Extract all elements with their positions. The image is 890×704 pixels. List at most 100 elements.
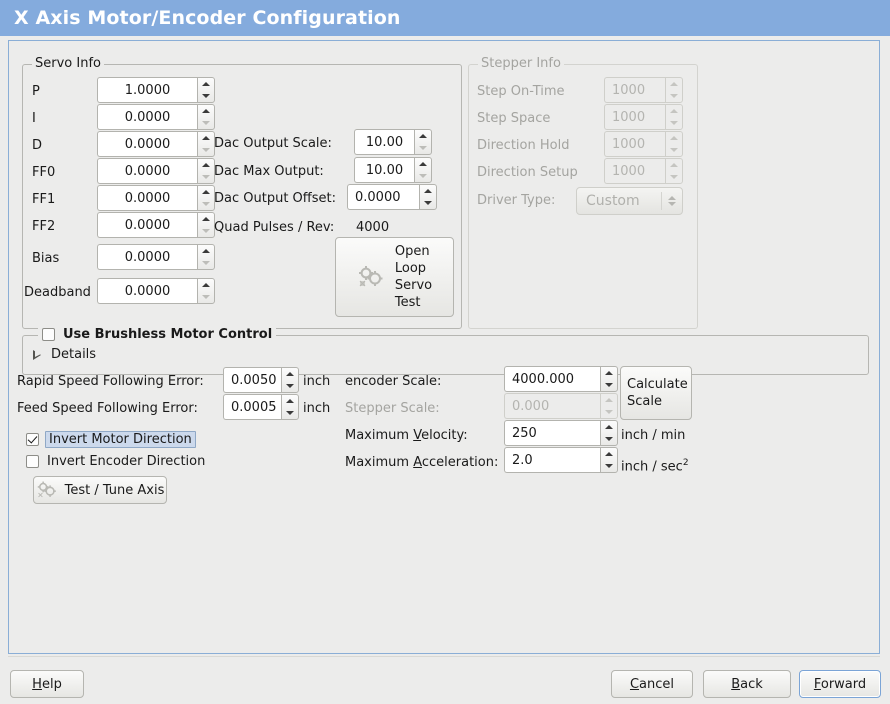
forward-button[interactable]: Forward <box>799 670 881 698</box>
servo-input-p-value[interactable]: 1.0000 <box>97 77 197 103</box>
servo-input-p-spinner[interactable] <box>197 77 215 103</box>
max-velocity-input[interactable]: 250 <box>504 420 618 446</box>
encoder-scale-value[interactable]: 4000.000 <box>504 366 600 392</box>
chevron-right-icon[interactable] <box>33 349 41 360</box>
dac-max-output-input[interactable]: 10.00 <box>354 157 432 183</box>
servo-input-ff2-spinner[interactable] <box>197 212 215 238</box>
spin-up-icon[interactable] <box>415 130 431 142</box>
servo-input-bias-spinner[interactable] <box>197 244 215 270</box>
spin-up-icon[interactable] <box>198 245 214 257</box>
servo-input-deadband-spinner[interactable] <box>197 278 215 304</box>
spin-up-icon[interactable] <box>601 367 617 379</box>
calculate-scale-button[interactable]: Calculate Scale <box>620 366 692 420</box>
step-on-time-label: Step On-Time <box>477 84 565 99</box>
spin-down-icon <box>198 171 214 183</box>
spin-down-icon[interactable] <box>198 90 214 102</box>
dac-output-scale-value[interactable]: 10.00 <box>354 129 414 155</box>
servo-input-bias[interactable]: 0.0000 <box>97 244 215 270</box>
feed-following-error-value[interactable]: 0.0005 <box>223 394 281 420</box>
test-tune-axis-button[interactable]: Test / Tune Axis <box>33 476 167 504</box>
spin-up-icon[interactable] <box>198 105 214 117</box>
dac-output-scale-input[interactable]: 10.00 <box>354 129 432 155</box>
use-brushless-motor-control-checkbox[interactable]: Use Brushless Motor Control <box>42 327 272 342</box>
servo-input-d[interactable]: 0.0000 <box>97 131 215 157</box>
servo-input-ff2-value[interactable]: 0.0000 <box>97 212 197 238</box>
dac-output-scale-spinner[interactable] <box>414 129 432 155</box>
servo-input-i-spinner[interactable] <box>197 104 215 130</box>
help-button[interactable]: Help <box>10 670 84 698</box>
dac-output-offset-input[interactable]: 0.0000 <box>347 184 437 210</box>
servo-input-p[interactable]: 1.0000 <box>97 77 215 103</box>
back-button[interactable]: Back <box>703 670 791 698</box>
encoder-scale-spinner[interactable] <box>600 366 618 392</box>
feed-following-error-input[interactable]: 0.0005 <box>223 394 299 420</box>
rapid-following-error-value[interactable]: 0.0050 <box>223 367 281 393</box>
dac-max-output-label: Dac Max Output: <box>214 164 324 179</box>
driver-type-combo: Custom <box>576 187 683 215</box>
stepper-scale-input: 0.000 <box>504 393 618 419</box>
servo-input-ff0[interactable]: 0.0000 <box>97 158 215 184</box>
spin-up-icon[interactable] <box>198 132 214 144</box>
spin-up-icon[interactable] <box>601 448 617 460</box>
checkbox-box-icon[interactable] <box>26 455 39 468</box>
invert-encoder-direction-checkbox[interactable]: Invert Encoder Direction <box>26 454 205 469</box>
spin-down-icon[interactable] <box>601 433 617 445</box>
dac-output-offset-value[interactable]: 0.0000 <box>347 184 419 210</box>
max-acceleration-value[interactable]: 2.0 <box>504 447 600 473</box>
details-expander[interactable]: Details <box>33 347 96 362</box>
servo-input-deadband-value[interactable]: 0.0000 <box>97 278 197 304</box>
max-acceleration-spinner[interactable] <box>600 447 618 473</box>
dac-output-offset-label: Dac Output Offset: <box>214 191 336 206</box>
spin-down-icon[interactable] <box>282 380 298 392</box>
encoder-scale-input[interactable]: 4000.000 <box>504 366 618 392</box>
servo-input-i-value[interactable]: 0.0000 <box>97 104 197 130</box>
servo-input-ff1-value[interactable]: 0.0000 <box>97 185 197 211</box>
spin-up-icon[interactable] <box>282 395 298 407</box>
step-space-label: Step Space <box>477 111 551 126</box>
servo-label-i: I <box>32 111 36 126</box>
spin-up-icon[interactable] <box>601 421 617 433</box>
servo-input-deadband[interactable]: 0.0000 <box>97 278 215 304</box>
spin-up-icon[interactable] <box>282 368 298 380</box>
spin-up-icon[interactable] <box>415 158 431 170</box>
dac-max-output-value[interactable]: 10.00 <box>354 157 414 183</box>
spin-up-icon[interactable] <box>198 213 214 225</box>
rapid-following-error-unit: inch <box>303 374 331 389</box>
spin-up-icon[interactable] <box>198 186 214 198</box>
servo-input-ff0-spinner[interactable] <box>197 158 215 184</box>
dac-max-output-spinner[interactable] <box>414 157 432 183</box>
servo-input-bias-value[interactable]: 0.0000 <box>97 244 197 270</box>
max-acceleration-input[interactable]: 2.0 <box>504 447 618 473</box>
feed-following-error-spinner[interactable] <box>281 394 299 420</box>
dac-output-offset-spinner[interactable] <box>419 184 437 210</box>
gears-icon <box>36 480 58 500</box>
direction-setup-label: Direction Setup <box>477 165 578 180</box>
spin-down-icon[interactable] <box>601 460 617 472</box>
spin-up-icon[interactable] <box>420 185 436 197</box>
servo-input-i[interactable]: 0.0000 <box>97 104 215 130</box>
rapid-following-error-input[interactable]: 0.0050 <box>223 367 299 393</box>
spin-down-icon[interactable] <box>420 197 436 209</box>
max-velocity-spinner[interactable] <box>600 420 618 446</box>
checkbox-box-icon[interactable] <box>42 328 55 341</box>
invert-motor-direction-checkbox[interactable]: Invert Motor Direction <box>26 431 196 448</box>
spin-down-icon[interactable] <box>282 407 298 419</box>
servo-input-ff1[interactable]: 0.0000 <box>97 185 215 211</box>
servo-input-ff2[interactable]: 0.0000 <box>97 212 215 238</box>
spin-up-icon[interactable] <box>198 159 214 171</box>
cancel-button[interactable]: Cancel <box>611 670 693 698</box>
spin-down-icon[interactable] <box>601 379 617 391</box>
spin-down-icon <box>601 406 617 418</box>
servo-input-d-spinner[interactable] <box>197 131 215 157</box>
servo-input-ff1-spinner[interactable] <box>197 185 215 211</box>
open-loop-servo-test-button[interactable]: Open Loop Servo Test <box>335 237 454 317</box>
spin-down-icon <box>198 225 214 237</box>
spin-up-icon[interactable] <box>198 78 214 90</box>
rapid-following-error-spinner[interactable] <box>281 367 299 393</box>
max-velocity-value[interactable]: 250 <box>504 420 600 446</box>
servo-input-d-value[interactable]: 0.0000 <box>97 131 197 157</box>
checkbox-box-icon[interactable] <box>26 433 39 446</box>
servo-input-ff0-value[interactable]: 0.0000 <box>97 158 197 184</box>
spin-up-icon[interactable] <box>198 279 214 291</box>
